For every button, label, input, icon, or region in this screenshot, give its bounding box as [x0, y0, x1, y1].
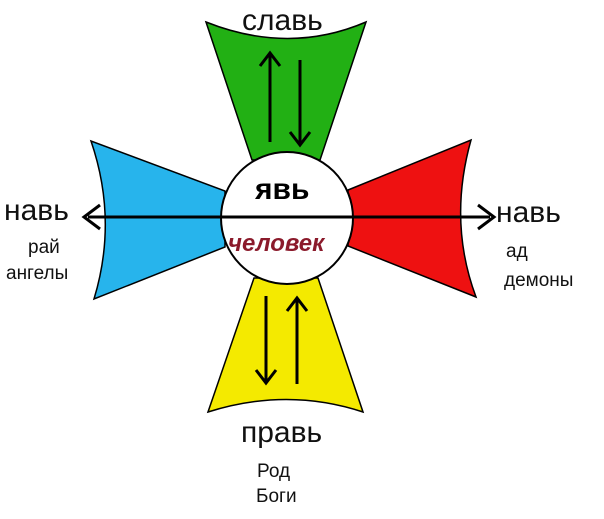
bottom-up-arrowhead	[285, 295, 309, 312]
bottom-sub-2: Боги	[256, 486, 297, 507]
left-title: навь	[4, 194, 69, 227]
left-sub-2: ангелы	[6, 263, 69, 284]
left-sub-1: рай	[28, 237, 60, 258]
right-sub-2: демоны	[504, 270, 574, 291]
top-down-arrowhead	[288, 131, 312, 148]
bottom-sub-1: Род	[257, 461, 291, 482]
right-sub-1: ад	[506, 241, 528, 262]
top-up-arrowhead	[258, 50, 282, 67]
top-title: славь	[242, 4, 323, 37]
right-arrowhead	[477, 203, 497, 231]
left-arrowhead	[81, 203, 101, 231]
bottom-wedge	[206, 277, 365, 414]
bottom-title: правь	[241, 416, 323, 449]
bottom-down-arrowhead	[254, 369, 278, 386]
left-wedge	[89, 139, 226, 301]
top-wedge	[204, 20, 368, 161]
center-title: явь	[255, 173, 310, 206]
center-subtitle: человек	[228, 230, 325, 257]
right-title: навь	[496, 196, 561, 229]
